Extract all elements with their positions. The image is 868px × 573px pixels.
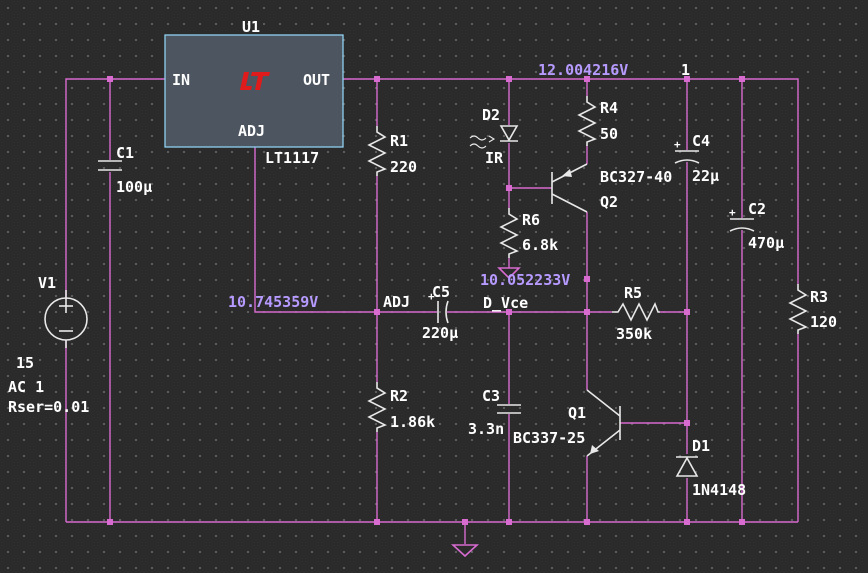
v1-dc: 15 (16, 354, 34, 372)
junction (684, 76, 690, 82)
capacitor-c4[interactable]: + C4 22µ (674, 132, 719, 185)
r4-ref: R4 (600, 99, 618, 117)
r3-ref: R3 (810, 288, 828, 306)
v1-ref: V1 (38, 274, 56, 292)
resistor-r2[interactable]: R2 1.86k (367, 382, 435, 432)
net-label-dvce: D_Vce (483, 294, 528, 312)
u1-pin-in: IN (172, 71, 190, 89)
c5-value: 220µ (422, 324, 458, 342)
junction (374, 309, 380, 315)
junction (506, 76, 512, 82)
diode-d1[interactable]: D1 1N4148 (675, 437, 746, 499)
c1-ref: C1 (116, 144, 134, 162)
capacitor-c1[interactable]: C1 100µ (98, 144, 152, 196)
junction (739, 76, 745, 82)
r5-ref: R5 (624, 284, 642, 302)
capacitor-c5[interactable]: + C5 220µ (422, 283, 458, 342)
svg-text:+: + (428, 290, 435, 303)
voltage-out: 12.004216V (538, 61, 628, 79)
light-wave-icon (469, 135, 496, 149)
r2-ref: R2 (390, 387, 408, 405)
d1-part: 1N4148 (692, 481, 746, 499)
voltage-mid: 10.052233V (480, 271, 570, 289)
npn-arrow-icon (590, 445, 599, 454)
lt-logo-icon (240, 72, 270, 90)
diode-d2[interactable]: D2 IR (469, 106, 519, 167)
ground-icon (450, 544, 480, 558)
resistor-r1[interactable]: R1 220 (367, 126, 417, 176)
junction (506, 185, 512, 191)
resistor-r4[interactable]: R4 50 (577, 96, 618, 146)
pnp-arrow-icon (562, 169, 572, 177)
junction (584, 519, 590, 525)
u1-part: LT1117 (265, 149, 319, 167)
q1-ref: Q1 (568, 404, 586, 422)
c4-value: 22µ (692, 167, 719, 185)
junction (374, 519, 380, 525)
d1-ref: D1 (692, 437, 710, 455)
wire-input (65, 78, 165, 299)
junction (684, 309, 690, 315)
v1-rser: Rser=0.01 (8, 398, 89, 416)
svg-text:+: + (729, 206, 736, 219)
junction (462, 519, 468, 525)
r5-value: 350k (616, 325, 652, 343)
junction (739, 519, 745, 525)
c1-value: 100µ (116, 178, 152, 196)
junction (684, 519, 690, 525)
q2-ref: Q2 (600, 193, 618, 211)
transistor-q1[interactable]: Q1 BC337-25 (513, 389, 621, 457)
r4-value: 50 (600, 125, 618, 143)
junction (107, 76, 113, 82)
junction (374, 76, 380, 82)
u1-pin-adj: ADJ (238, 122, 265, 140)
u1-pin-out: OUT (303, 71, 330, 89)
u1-ref: U1 (242, 18, 260, 36)
q1-part: BC337-25 (513, 429, 585, 447)
svg-text:+: + (674, 138, 681, 151)
junction (506, 519, 512, 525)
voltage-adj: 10.745359V (228, 293, 318, 311)
resistor-r6[interactable]: R6 6.8k (499, 208, 558, 258)
junction (584, 309, 590, 315)
r6-value: 6.8k (522, 236, 558, 254)
ic-body (164, 34, 344, 148)
v1-ac: AC 1 (8, 378, 44, 396)
r1-ref: R1 (390, 132, 408, 150)
r2-value: 1.86k (390, 413, 435, 431)
junctions (107, 76, 745, 525)
wire-r3-top (742, 78, 799, 284)
c3-ref: C3 (482, 387, 500, 405)
junction (684, 420, 690, 426)
ground-flag-icon (497, 267, 521, 280)
junction (584, 276, 590, 282)
c2-ref: C2 (748, 200, 766, 218)
resistor-r5[interactable]: R5 350k (612, 284, 660, 343)
q2-part: BC327-40 (600, 168, 672, 186)
junction (107, 519, 113, 525)
transistor-q2[interactable]: BC327-40 Q2 (551, 163, 672, 213)
r1-value: 220 (390, 158, 417, 176)
r3-value: 120 (810, 313, 837, 331)
r6-ref: R6 (522, 211, 540, 229)
resistor-r3[interactable]: R3 120 (788, 284, 837, 334)
voltage-source-v1[interactable]: V1 15 AC 1 Rser=0.01 (8, 274, 89, 416)
c2-value: 470µ (748, 234, 784, 252)
capacitor-c3[interactable]: C3 3.3n (468, 387, 521, 438)
c5-ref: C5 (432, 283, 450, 301)
junction (584, 76, 590, 82)
capacitor-c2[interactable]: + C2 470µ (729, 200, 784, 252)
regulator-u1[interactable]: U1 IN OUT ADJ LT1117 (164, 18, 344, 167)
d2-ref: D2 (482, 106, 500, 124)
c3-value: 3.3n (468, 420, 504, 438)
wires (65, 78, 799, 544)
d2-part: IR (485, 149, 504, 167)
net-label-node1: 1 (681, 61, 690, 79)
c4-ref: C4 (692, 132, 710, 150)
net-label-adj: ADJ (383, 293, 410, 311)
junction (506, 309, 512, 315)
